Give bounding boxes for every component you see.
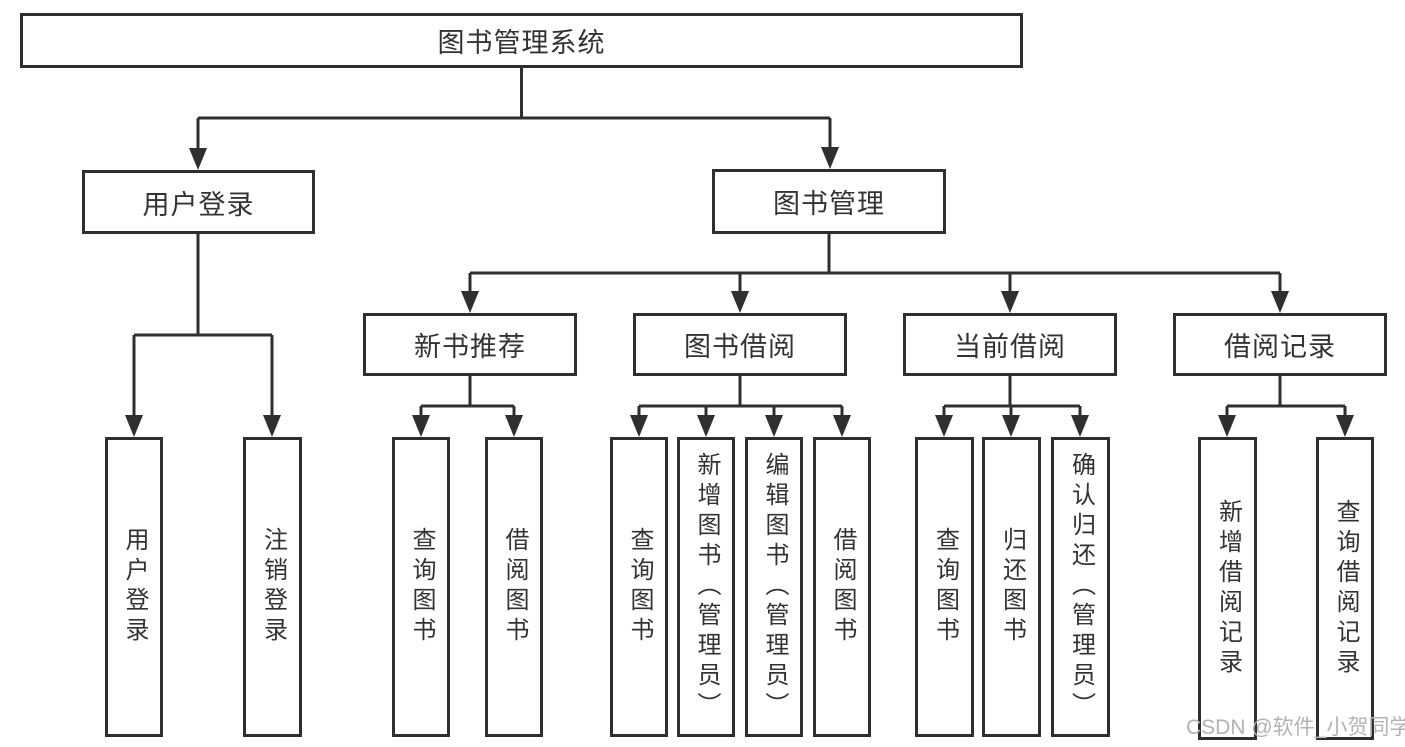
arrow-icon [1336,415,1354,437]
node-borrowing-records: 借阅记录 [1173,313,1387,376]
arrow-icon [461,291,479,313]
leaf-label: 查询图书 [626,527,653,647]
node-library-management-system: 图书管理系统 [20,13,1023,68]
arrow-icon [731,291,749,313]
arrow-icon [263,415,281,437]
leaf-logout-login: 注销登录 [243,437,302,737]
csdn-watermark: CSDN @软件_小贺同学 [1186,716,1405,739]
arrow-icon [412,415,430,437]
arrow-icon [697,415,715,437]
leaf-label: 借阅图书 [829,527,856,647]
arrow-icon [1002,415,1020,437]
leaf-add-borrow-record: 新增借阅记录 [1198,437,1257,740]
node-new-book-recommendation: 新书推荐 [363,313,577,376]
leaf-return-books: 归还图书 [982,437,1041,737]
leaf-borrow-books-recommend: 借阅图书 [485,437,543,737]
leaf-query-books-recommend: 查询图书 [392,437,450,737]
arrow-icon [1071,415,1089,437]
arrow-icon [189,148,207,170]
arrow-icon [1271,291,1289,313]
leaf-confirm-return-admin: 确认归还（管理员） [1051,437,1110,737]
arrowheads [125,147,1354,437]
node-user-login: 用户登录 [82,170,315,234]
leaf-label: 查询图书 [931,527,959,647]
arrow-icon [505,415,523,437]
arrow-icon [125,415,143,437]
leaf-label: 确认归还（管理员） [1067,452,1095,722]
arrow-icon [1001,291,1019,313]
leaf-query-books-borrow: 查询图书 [610,437,668,737]
leaf-edit-books-admin: 编辑图书（管理员） [745,437,803,737]
leaf-label: 归还图书 [998,527,1026,647]
arrow-icon [821,147,839,169]
leaf-query-borrow-record: 查询借阅记录 [1316,437,1374,740]
leaf-label: 查询图书 [408,527,435,647]
node-book-borrowing: 图书借阅 [633,313,847,376]
node-current-borrowing: 当前借阅 [903,313,1117,376]
leaf-label: 用户登录 [121,527,148,647]
arrow-icon [833,415,851,437]
leaf-label: 编辑图书（管理员） [761,452,788,722]
leaf-user-login: 用户登录 [105,437,163,737]
leaf-label: 新增借阅记录 [1214,498,1242,679]
arrow-icon [935,415,953,437]
node-book-management: 图书管理 [712,169,946,234]
leaf-borrow-books: 借阅图书 [813,437,871,737]
connector-lines [132,66,1347,421]
arrow-icon [1218,415,1236,437]
leaf-add-books-admin: 新增图书（管理员） [677,437,735,737]
leaf-label: 注销登录 [259,527,287,647]
leaf-label: 查询借阅记录 [1332,498,1359,679]
arrow-icon [630,415,648,437]
leaf-query-books-current: 查询图书 [915,437,974,737]
leaf-label: 借阅图书 [501,527,528,647]
arrow-icon [765,415,783,437]
leaf-label: 新增图书（管理员） [693,452,720,722]
